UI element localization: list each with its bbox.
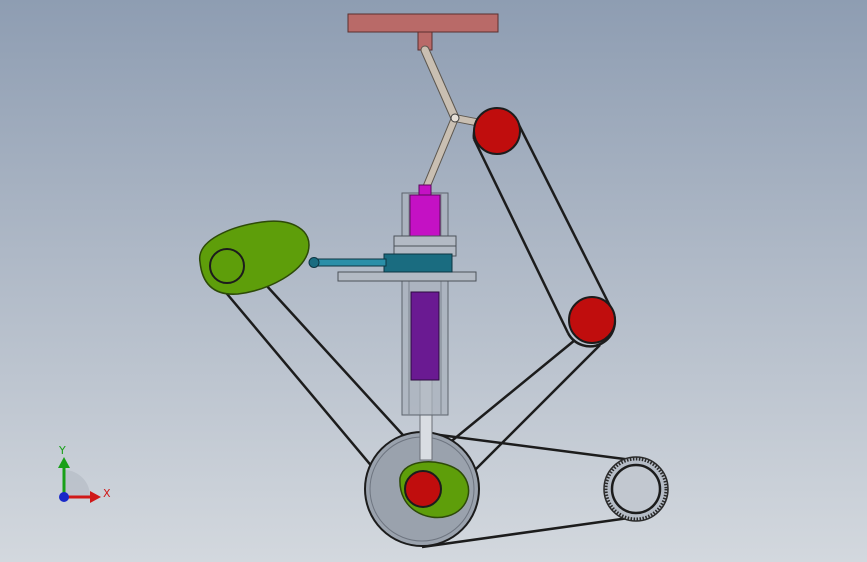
middle-red-pulley[interactable] bbox=[568, 296, 616, 344]
linkage-pivot-joint[interactable] bbox=[450, 113, 460, 123]
coordinate-triad: Y X bbox=[58, 444, 111, 503]
red-pulleys[interactable] bbox=[404, 107, 616, 508]
top-red-pulley[interactable] bbox=[473, 107, 521, 155]
top-mounting-plate[interactable] bbox=[347, 13, 499, 51]
x-axis-label: X bbox=[103, 487, 111, 500]
left-cam[interactable] bbox=[199, 220, 310, 295]
lower-piston[interactable] bbox=[410, 291, 440, 381]
bottom-red-pulley[interactable] bbox=[404, 470, 442, 508]
slider-assembly[interactable] bbox=[308, 253, 453, 273]
z-axis-dot bbox=[59, 492, 69, 502]
right-gear-pulley[interactable] bbox=[603, 456, 669, 522]
y-axis-label: Y bbox=[58, 444, 66, 457]
